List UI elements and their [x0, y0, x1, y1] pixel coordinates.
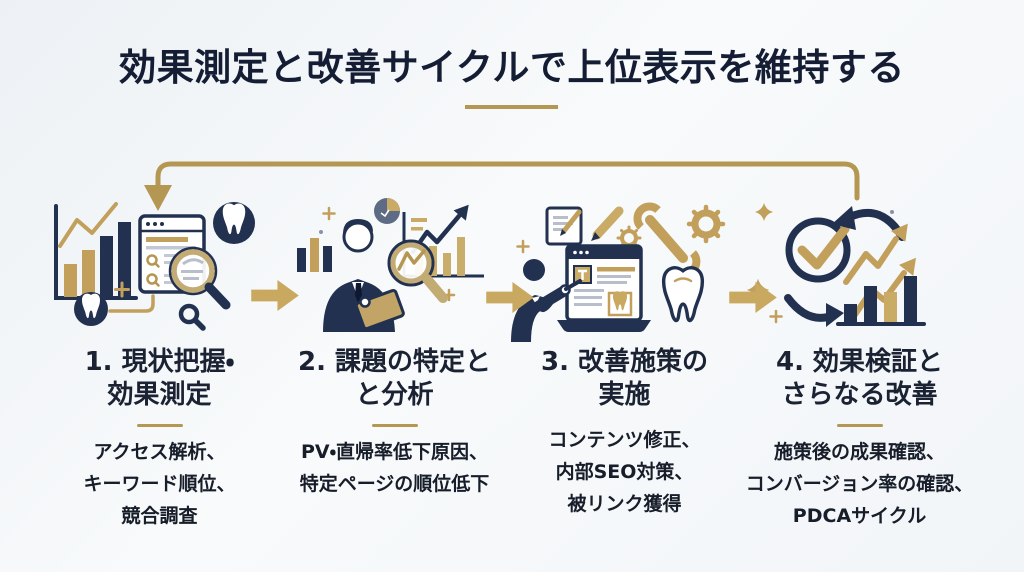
flow-arrow-2: [486, 281, 534, 314]
document-edit-icon: [545, 206, 583, 246]
connector-line: [108, 294, 155, 313]
step1-body-line1: アクセス解析、: [93, 441, 226, 463]
cycle-arrow-bottom-icon: [784, 294, 844, 327]
mini-bar-chart-icon: [297, 238, 332, 272]
step-column-3: 3. 改善施策の 実施 コンテンツ修正、 内部SEO対策、 被リンク獲得: [507, 190, 742, 520]
check-circle-icon: [785, 217, 851, 283]
step1-heading-line2: 効果測定: [107, 380, 212, 410]
step-heading: 3. 改善施策の 実施: [507, 346, 742, 412]
step-heading: 2. 課題の特定と と分析: [277, 346, 512, 412]
bar-chart-icon: [54, 202, 138, 300]
zigzag-magnifier-icon: [387, 239, 448, 303]
step-heading: 1. 現状把握・ 効果測定: [42, 346, 277, 412]
dot: [319, 230, 323, 234]
step3-body-line1: コンテンツ修正、: [548, 429, 701, 451]
step2-body-line1: PV・直帰率低下原因、: [300, 441, 489, 463]
step3-heading-line2: 実施: [598, 380, 651, 410]
tooth-icon: [661, 266, 705, 323]
growth-arrows-icon: [843, 223, 917, 319]
step-heading: 4. 効果検証と さらなる改善: [742, 346, 977, 412]
step3-body-line2: 内部SEO対策、: [555, 461, 694, 483]
step3-body-line3: 被リンク獲得: [567, 493, 682, 515]
step2-illustration: [297, 198, 484, 332]
gold-divider: [371, 424, 418, 427]
pencil-icon: [591, 206, 624, 241]
step4-body-line1: 施策後の成果確認、: [773, 441, 945, 463]
step-body: PV・直帰率低下原因、 特定ページの順位低下: [277, 436, 512, 500]
step2-body-line2: 特定ページの順位低下: [299, 473, 490, 495]
flow-arrow-3: [729, 281, 777, 314]
step-body: コンテンツ修正、 内部SEO対策、 被リンク獲得: [507, 424, 742, 520]
sparkle-plus: [769, 309, 783, 324]
analyst-person-icon: [323, 219, 405, 332]
gold-divider: [136, 424, 183, 427]
step1-illustration: [54, 202, 255, 331]
sparkle-icon: [114, 281, 130, 298]
step1-body-line3: 競合調査: [121, 505, 198, 527]
editor-person-icon: [511, 259, 582, 342]
step-column-4: 4. 効果検証と さらなる改善 施策後の成果確認、 コンバージョン率の確認、 P…: [742, 190, 977, 532]
step3-heading-line1: 3. 改善施策の: [540, 347, 709, 377]
flow-arrow-1: [251, 279, 299, 312]
wrench-icon: [633, 202, 701, 278]
tooth-badge-small-icon: [74, 292, 108, 326]
step2-heading-line1: 2. 課題の特定と: [297, 347, 492, 377]
magnifier-icon: [168, 246, 231, 310]
pie-chart-icon: [374, 198, 400, 224]
gear-large-icon: [686, 204, 726, 244]
result-bar-chart-icon: [836, 276, 926, 326]
title-underline: [465, 105, 558, 109]
step1-heading-line1: 1. 現状把握・: [84, 347, 235, 377]
step2-heading-line2: と分析: [355, 380, 434, 410]
step4-heading-line1: 4. 効果検証と: [775, 347, 944, 377]
step-body: アクセス解析、 キーワード順位、 競合調査: [42, 436, 277, 532]
laptop-edit-icon: [557, 244, 651, 332]
step-body: 施策後の成果確認、 コンバージョン率の確認、 PDCAサイクル: [742, 436, 977, 532]
step4-illustration: [746, 203, 926, 327]
step-column-2: 2. 課題の特定と と分析 PV・直帰率低下原因、 特定ページの順位低下: [277, 190, 512, 500]
dot: [890, 210, 894, 214]
gold-divider: [836, 424, 883, 427]
tooth-badge-icon: [213, 202, 255, 244]
step-column-1: 1. 現状把握・ 効果測定 アクセス解析、 キーワード順位、 競合調査: [42, 190, 277, 532]
step4-body-line2: コンバージョン率の確認、: [745, 473, 974, 495]
step1-body-line2: キーワード順位、: [83, 473, 236, 495]
step3-illustration: [511, 202, 726, 342]
page-title: 効果測定と改善サイクルで上位表示を維持する: [119, 46, 905, 89]
step4-heading-line2: さらなる改善: [781, 380, 938, 410]
step4-body-line3: PDCAサイクル: [792, 505, 927, 527]
mini-magnifier-icon: [178, 303, 206, 331]
